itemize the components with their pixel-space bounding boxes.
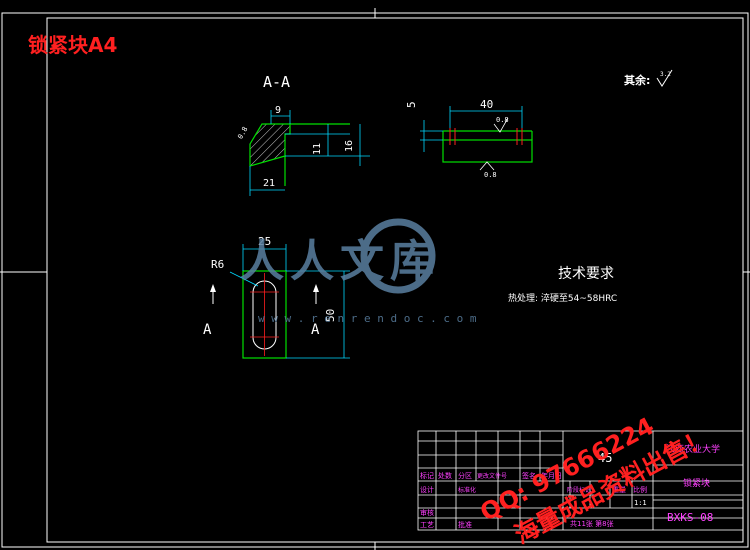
watermark-brand: 人人文库 — [240, 236, 440, 287]
tb-label-standard: 标准化 — [458, 486, 476, 494]
tb-part-name: 锁紧块 — [683, 477, 710, 489]
section-label: A-A — [263, 73, 290, 91]
roughness-others-label: 其余: — [624, 73, 650, 87]
section-arrowhead-right — [313, 284, 319, 292]
section-view: 9 11 16 21 0.8 — [236, 105, 370, 196]
tb-label-approve: 批准 — [458, 520, 472, 529]
roughness-top: 0.8 — [496, 116, 509, 124]
plan-view: 25 R6 50 A A — [203, 235, 350, 359]
tb-scale: 1:1 — [634, 499, 647, 507]
tb-label-review: 审核 — [420, 508, 434, 517]
tb-label-weight: 重量 — [612, 486, 626, 494]
inner-frame — [46, 17, 744, 543]
section-arrowhead-left — [210, 284, 216, 292]
roughness-others-icon — [656, 69, 673, 87]
tb-label-stage: 阶段标记 — [567, 486, 591, 494]
tb-label-mark: 标记 — [420, 471, 434, 480]
tb-school: 江西农业大学 — [666, 443, 720, 455]
r6-leader — [229, 271, 259, 287]
title-block — [417, 430, 744, 531]
tb-label-zone: 分区 — [458, 471, 472, 480]
drawing-title: 锁紧块A4 — [28, 33, 117, 57]
roughness-bottom-icon — [479, 161, 495, 171]
plan-body — [242, 270, 287, 359]
dim-r6: R6 — [211, 258, 224, 271]
tb-label-sign: 签名 — [522, 471, 536, 480]
tb-label-process: 工艺 — [420, 521, 434, 529]
tb-label-change: 更改文件号 — [477, 472, 507, 480]
tb-material: 45 — [598, 451, 612, 465]
dim-16: 16 — [344, 140, 355, 152]
tb-sheet-info: 共11张 第8张 — [570, 519, 614, 528]
tb-label-count: 处数 — [438, 471, 452, 480]
dim-21: 21 — [263, 178, 275, 189]
section-hatched-profile — [249, 123, 291, 167]
dim-9: 9 — [275, 105, 281, 116]
title-block-border — [417, 430, 744, 531]
tb-label-design: 设计 — [420, 485, 434, 494]
dim-50: 50 — [324, 309, 337, 322]
tb-label-date: 年月日 — [541, 471, 562, 480]
tb-drawing-no: BXKS-08 — [667, 511, 713, 524]
watermark: 人人文库 w w w . r e n r e n d o c . c o m — [240, 218, 477, 325]
section-mark-left: A — [203, 322, 212, 338]
tech-req-line1: 热处理: 淬硬至54~58HRC — [508, 292, 617, 304]
watermark-ring — [360, 218, 436, 294]
tb-label-ratio: 比例 — [633, 485, 647, 494]
dim-11: 11 — [312, 143, 323, 155]
tech-req-title: 技术要求 — [558, 266, 614, 282]
side-view: 40 5 0.8 0.8 — [405, 98, 533, 179]
roughness-top-icon — [493, 117, 509, 133]
roughness-others-value: 3.2 — [660, 71, 671, 78]
side-body — [442, 139, 533, 163]
dim-25: 25 — [258, 235, 271, 248]
dim-5: 5 — [405, 101, 418, 108]
watermark-url: w w w . r e n r e n d o c . c o m — [258, 312, 477, 325]
section-mark-right: A — [311, 322, 320, 338]
roughness-bottom: 0.8 — [484, 171, 497, 179]
chamfer-note: 0.8 — [236, 126, 249, 141]
dim-40: 40 — [480, 98, 493, 111]
